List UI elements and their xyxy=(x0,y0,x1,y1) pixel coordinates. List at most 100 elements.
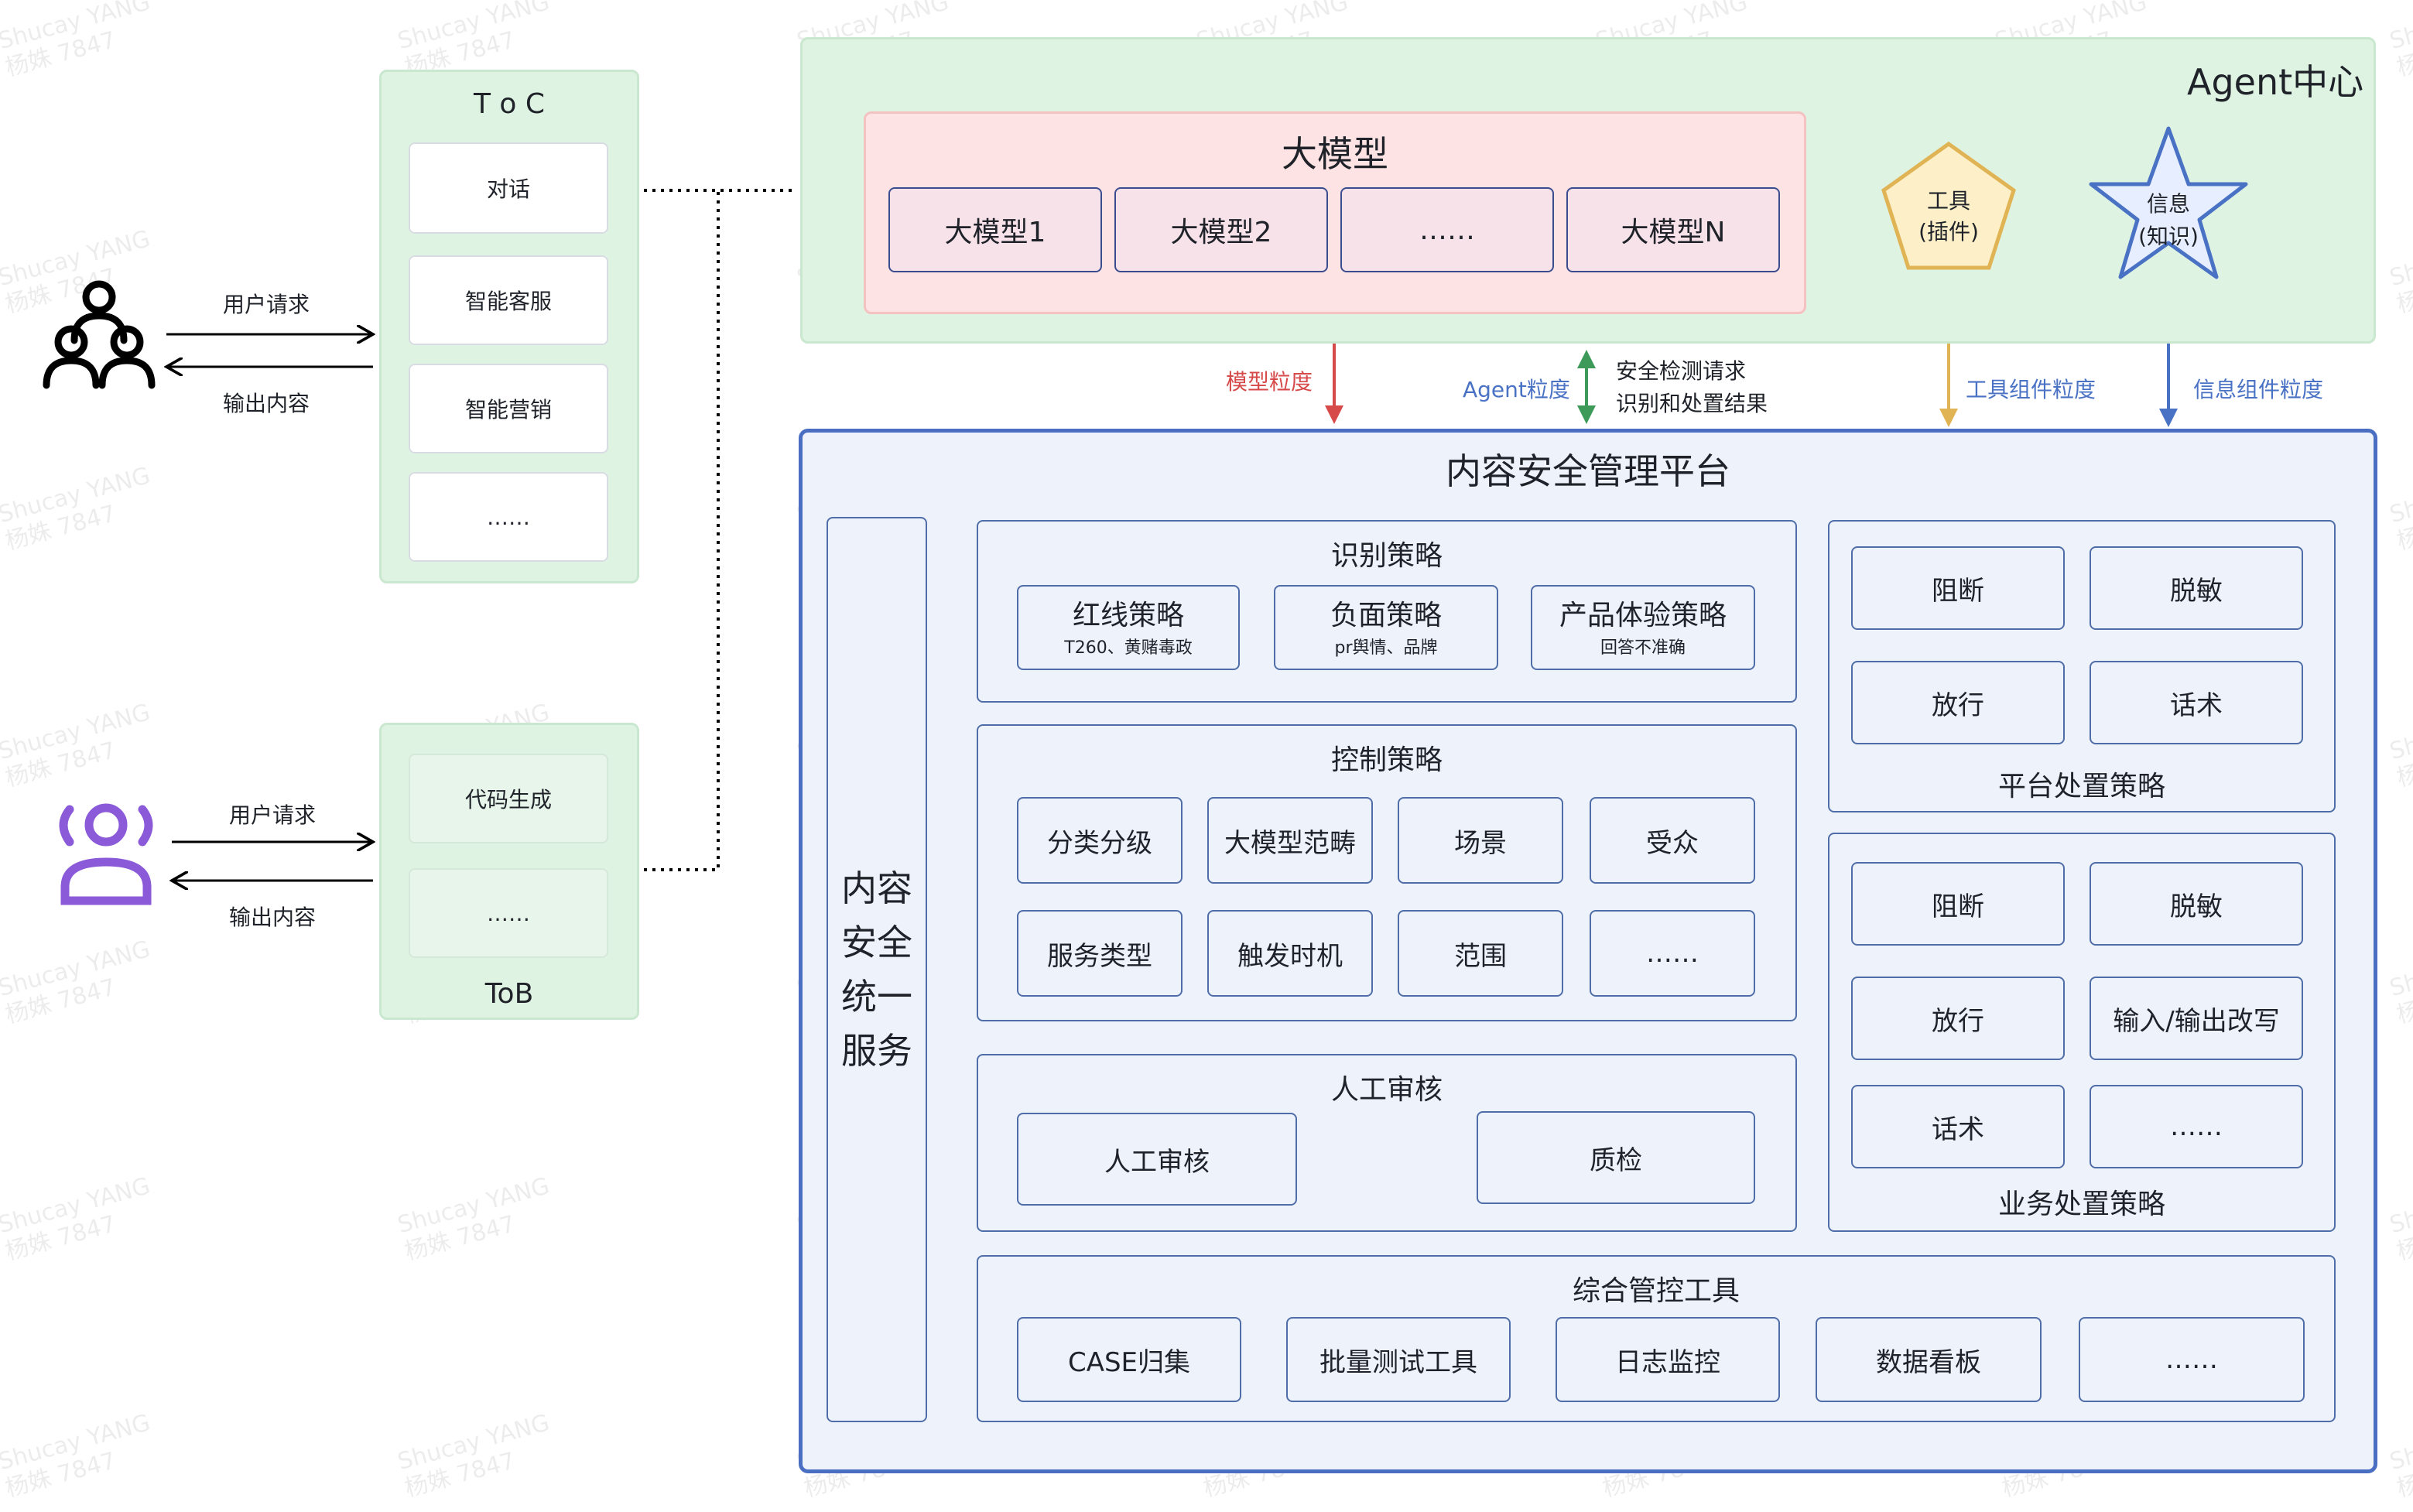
watermark-text: Shucay YANG 杨姝 7847 xyxy=(0,1172,153,1266)
manual-review-card[interactable]: 人工审核 xyxy=(1017,1113,1297,1206)
tool-label-1: 工具 xyxy=(1926,188,1970,214)
tool-granularity-label: 工具组件粒度 xyxy=(1966,377,2096,402)
model-granularity-label: 模型粒度 xyxy=(1226,369,1313,395)
watermark-text: Shucay YANG 杨姝 7847 xyxy=(2387,953,2413,1029)
platform-policy-desensitize[interactable]: 脱敏 xyxy=(2090,546,2303,630)
watermark-text: Shucay YANG 杨姝 7847 xyxy=(0,0,153,82)
control-item-service-type[interactable]: 服务类型 xyxy=(1017,910,1183,997)
business-policy-title: 业务处置策略 xyxy=(1997,1189,2165,1220)
negative-strategy-name: 负面策略 xyxy=(1330,600,1442,631)
watermark-text: Shucay YANG 杨姝 7847 xyxy=(395,1409,553,1503)
toc-response-label: 输出内容 xyxy=(223,391,310,416)
watermark-text: Shucay YANG 杨姝 7847 xyxy=(2387,1190,2413,1266)
control-strategy-group xyxy=(977,724,1797,1021)
business-policy-desensitize[interactable]: 脱敏 xyxy=(2090,862,2303,946)
recognition-strategy-group xyxy=(977,520,1797,703)
control-item-trigger-timing[interactable]: 触发时机 xyxy=(1207,910,1373,997)
tob-user-icon xyxy=(48,802,164,905)
unified-service-char-2: 安全 xyxy=(841,922,912,963)
manual-review-title: 人工审核 xyxy=(1330,1074,1443,1106)
watermark-text: Shucay YANG 杨姝 7847 xyxy=(2387,243,2413,319)
platform-policy-block[interactable]: 阻断 xyxy=(1851,546,2065,630)
negative-strategy-card[interactable] xyxy=(1274,585,1498,670)
watermark-text: Shucay YANG 杨姝 7847 xyxy=(0,1409,153,1503)
info-star-icon[interactable] xyxy=(2086,124,2250,285)
info-label-1: 信息 xyxy=(2146,191,2190,217)
agent-granularity-label: Agent粒度 xyxy=(1463,377,1570,402)
toc-title: T o C xyxy=(473,87,546,120)
llm-item-more[interactable]: …… xyxy=(1340,187,1554,272)
tob-item-more[interactable]: …… xyxy=(409,868,608,958)
product-experience-strategy-sub: 回答不准确 xyxy=(1600,638,1686,658)
redline-strategy-card[interactable] xyxy=(1017,585,1240,670)
quality-check-card[interactable]: 质检 xyxy=(1477,1111,1755,1204)
manual-review-group xyxy=(977,1054,1797,1232)
info-label-2: (知识) xyxy=(2138,224,2199,249)
control-item-audience[interactable]: 受众 xyxy=(1590,797,1755,884)
management-tools-title: 综合管控工具 xyxy=(1572,1275,1740,1307)
watermark-text: Shucay YANG 杨姝 7847 xyxy=(0,936,153,1029)
agent-note-result: 识别和处置结果 xyxy=(1616,391,1768,416)
tob-title: ToB xyxy=(484,977,534,1010)
control-item-range[interactable]: 范围 xyxy=(1398,910,1563,997)
tool-label-2: (插件) xyxy=(1918,219,1979,245)
watermark-text: Shucay YANG 杨姝 7847 xyxy=(2387,480,2413,556)
tool-batch-test[interactable]: 批量测试工具 xyxy=(1286,1317,1511,1402)
tool-more[interactable]: …… xyxy=(2079,1317,2305,1402)
redline-strategy-name: 红线策略 xyxy=(1072,600,1184,631)
platform-policy-group xyxy=(1828,520,2336,812)
unified-service-char-4: 服务 xyxy=(841,1030,912,1072)
business-policy-group xyxy=(1828,833,2336,1232)
toc-item-marketing[interactable]: 智能营销 xyxy=(409,364,608,453)
llm-item-n[interactable]: 大模型N xyxy=(1566,187,1780,272)
watermark-text: Shucay YANG 杨姝 7847 xyxy=(2387,1427,2413,1503)
tob-item-code-gen[interactable]: 代码生成 xyxy=(409,754,608,843)
platform-policy-allow[interactable]: 放行 xyxy=(1851,661,2065,744)
unified-service-char-1: 内容 xyxy=(841,867,912,909)
business-policy-script[interactable]: 话术 xyxy=(1851,1085,2065,1168)
redline-strategy-sub: T260、黄赌毒政 xyxy=(1064,638,1193,658)
unified-service-column xyxy=(827,517,927,1422)
watermark-text: Shucay YANG 杨姝 7847 xyxy=(0,699,153,792)
business-policy-allow[interactable]: 放行 xyxy=(1851,977,2065,1060)
tool-log-monitor[interactable]: 日志监控 xyxy=(1556,1317,1780,1402)
tool-pentagon-icon[interactable] xyxy=(1879,139,2018,272)
watermark-text: Shucay YANG 杨姝 7847 xyxy=(0,462,153,556)
unified-service-char-3: 统一 xyxy=(841,976,912,1018)
tob-request-label: 用户请求 xyxy=(229,802,317,828)
toc-item-dialog[interactable]: 对话 xyxy=(409,142,608,234)
toc-item-customer-service[interactable]: 智能客服 xyxy=(409,255,608,345)
control-strategy-title: 控制策略 xyxy=(1330,744,1443,776)
llm-title: 大模型 xyxy=(1282,133,1388,175)
tool-case-collection[interactable]: CASE归集 xyxy=(1017,1317,1241,1402)
management-tools-group xyxy=(977,1255,2336,1422)
tob-response-label: 输出内容 xyxy=(229,905,317,930)
tob-dotted-link xyxy=(644,190,720,871)
recognition-strategy-title: 识别策略 xyxy=(1330,540,1443,572)
control-item-classification[interactable]: 分类分级 xyxy=(1017,797,1183,884)
platform-title: 内容安全管理平台 xyxy=(1446,450,1730,492)
tool-data-dashboard[interactable]: 数据看板 xyxy=(1816,1317,2042,1402)
watermark-text: Shucay YANG 杨姝 7847 xyxy=(395,1172,553,1266)
control-item-scene[interactable]: 场景 xyxy=(1398,797,1563,884)
control-item-more[interactable]: …… xyxy=(1590,910,1755,997)
business-policy-block[interactable]: 阻断 xyxy=(1851,862,2065,946)
business-policy-rewrite[interactable]: 输入/输出改写 xyxy=(2090,977,2303,1060)
agent-note-request: 安全检测请求 xyxy=(1616,358,1747,384)
toc-item-more[interactable]: …… xyxy=(409,472,608,562)
watermark-text: Shucay YANG 杨姝 7847 xyxy=(2387,6,2413,82)
control-item-llm-scope[interactable]: 大模型范畴 xyxy=(1207,797,1373,884)
platform-policy-title: 平台处置策略 xyxy=(1997,771,2165,802)
watermark-text: Shucay YANG 杨姝 7847 xyxy=(2387,717,2413,792)
agent-center-title: Agent中心 xyxy=(2187,61,2364,103)
info-granularity-label: 信息组件粒度 xyxy=(2193,377,2324,402)
business-policy-more[interactable]: …… xyxy=(2090,1085,2303,1168)
unified-service-label: 内容 安全 统一 服务 xyxy=(827,517,927,1422)
llm-item-1[interactable]: 大模型1 xyxy=(888,187,1102,272)
llm-item-2[interactable]: 大模型2 xyxy=(1114,187,1328,272)
negative-strategy-sub: pr舆情、品牌 xyxy=(1334,638,1438,658)
toc-user-icon xyxy=(40,275,158,390)
platform-policy-script[interactable]: 话术 xyxy=(2090,661,2303,744)
product-experience-strategy-name: 产品体验策略 xyxy=(1559,600,1727,631)
product-experience-strategy-card[interactable] xyxy=(1531,585,1755,670)
